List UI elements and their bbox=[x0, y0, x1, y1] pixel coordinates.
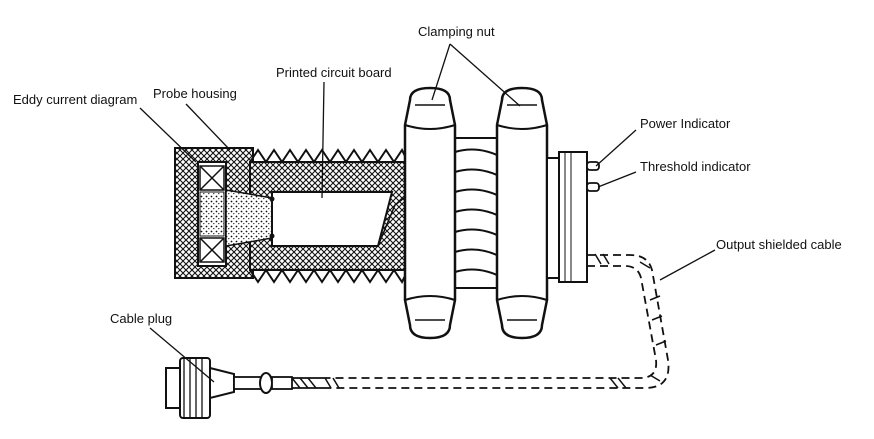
leader-pcb bbox=[321, 81, 325, 199]
label-cable-plug: Cable plug bbox=[110, 311, 173, 326]
leader-plug bbox=[149, 327, 215, 383]
label-eddy-current-diagram: Eddy current diagram bbox=[13, 92, 138, 107]
rear-housing bbox=[546, 151, 588, 283]
leader-cable bbox=[659, 249, 716, 281]
cable-plug bbox=[165, 357, 293, 419]
label-probe-housing: Probe housing bbox=[153, 86, 237, 101]
output-shielded-cable bbox=[290, 253, 670, 389]
leader-threshold bbox=[597, 171, 637, 188]
leader-nut-right bbox=[449, 43, 521, 107]
power-indicator-led bbox=[586, 161, 600, 171]
leader-power bbox=[595, 129, 637, 167]
internal-wire bbox=[377, 194, 409, 247]
leader-housing bbox=[185, 103, 231, 151]
middle-thread bbox=[454, 137, 504, 289]
threshold-indicator-led bbox=[586, 182, 600, 192]
clamping-nut-right bbox=[495, 86, 549, 340]
label-output-shielded-cable: Output shielded cable bbox=[716, 237, 842, 252]
label-power-indicator: Power Indicator bbox=[640, 116, 731, 131]
label-clamping-nut: Clamping nut bbox=[418, 24, 495, 39]
eddy-current-coil bbox=[197, 161, 227, 267]
leader-eddy bbox=[139, 107, 197, 163]
leader-lines bbox=[139, 43, 716, 383]
leader-nut-left bbox=[431, 43, 451, 101]
label-printed-circuit-board: Printed circuit board bbox=[276, 65, 392, 80]
potting-core bbox=[225, 189, 273, 247]
label-threshold-indicator: Threshold indicator bbox=[640, 159, 751, 174]
clamping-nut-left bbox=[403, 86, 457, 340]
printed-circuit-board bbox=[269, 191, 394, 247]
